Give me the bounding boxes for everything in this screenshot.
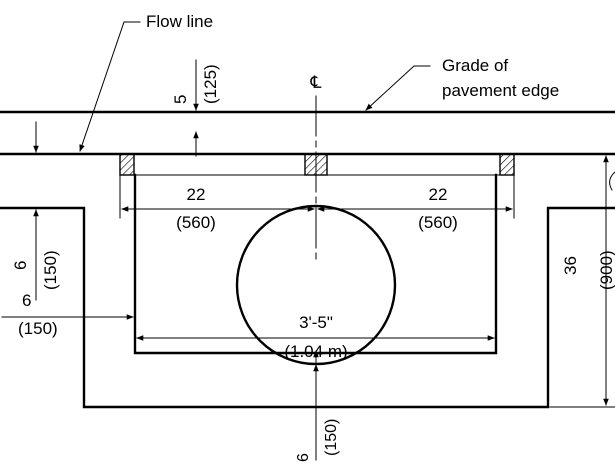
- grade-label-line2: pavement edge: [442, 81, 559, 100]
- grade-leader: [365, 65, 431, 111]
- dim-left-span-mm: (560): [176, 213, 216, 232]
- dim-wall-horiz-in: 6: [22, 291, 31, 310]
- dim-left-span-in: 22: [187, 185, 206, 204]
- dim-wall-horiz-mm: (150): [18, 319, 58, 338]
- dim-pipe-imperial: 3'-5": [299, 313, 333, 332]
- dim-height-in: 36: [561, 256, 580, 275]
- dim-height-tick: [609, 171, 615, 191]
- dim-bottom-in: 6: [295, 453, 312, 462]
- grate-seat-left: [119, 153, 135, 176]
- grade-label-line1: Grade of: [442, 56, 508, 75]
- grate-seat-right: [499, 153, 515, 176]
- dim-wall-vert-in: 6: [11, 261, 30, 270]
- dim-wall-vert-mm: (150): [41, 250, 60, 290]
- dim-right-span-in: 22: [429, 185, 448, 204]
- centerline-symbol: ℄: [310, 73, 322, 92]
- dim-height-mm: (900): [597, 250, 615, 290]
- flow-line-label: Flow line: [146, 12, 213, 31]
- structure-outer-wall: [0, 206, 615, 409]
- dim-right-span-mm: (560): [418, 213, 458, 232]
- dim-bottom-mm: (150): [323, 419, 340, 456]
- flow-line-leader: [79, 21, 141, 152]
- dim-top-in: 5: [171, 95, 190, 104]
- dim-top-mm: (125): [201, 64, 220, 104]
